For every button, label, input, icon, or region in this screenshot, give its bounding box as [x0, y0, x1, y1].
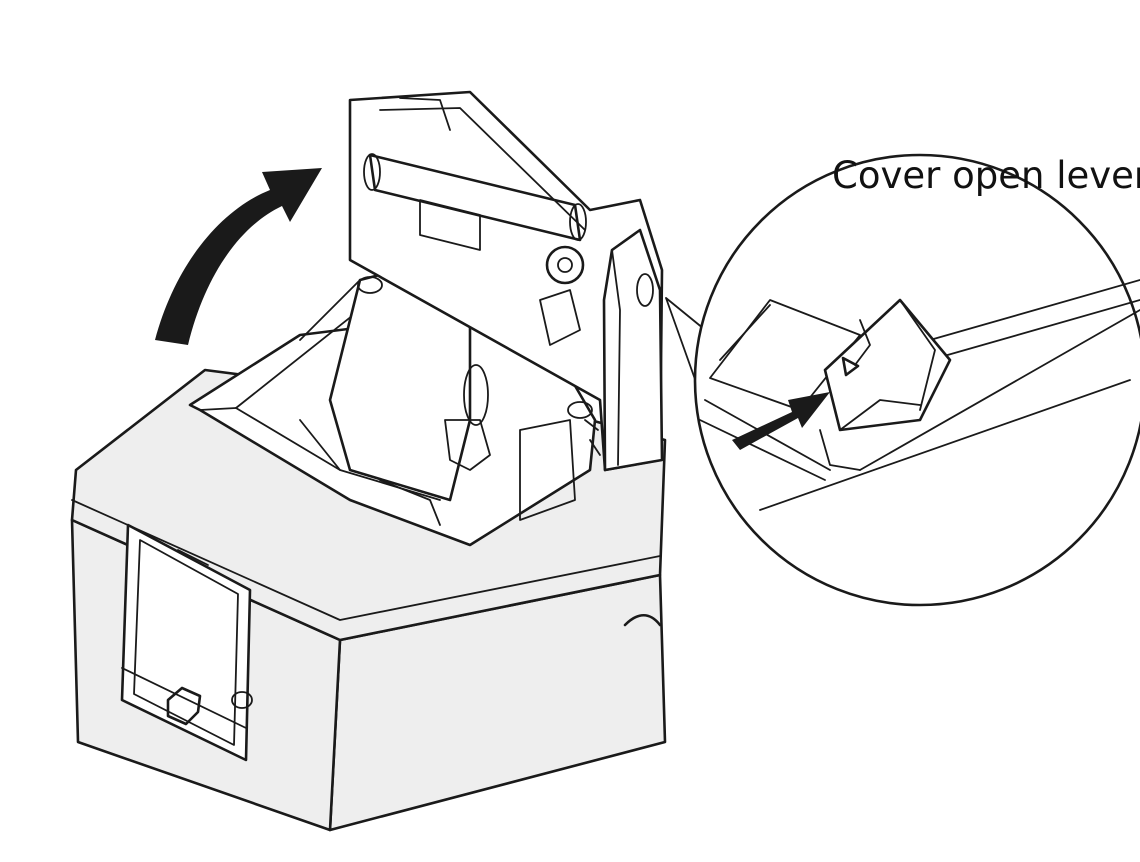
- printer-cover-open: [348, 90, 664, 472]
- lever-triangle-mark: [841, 356, 860, 377]
- callout-label: Cover open lever: [832, 154, 1140, 197]
- curved-open-arrow: [155, 168, 322, 345]
- push-arrow: [732, 392, 830, 450]
- paper-outlet: [120, 523, 253, 762]
- zoom-detail: [693, 153, 1140, 607]
